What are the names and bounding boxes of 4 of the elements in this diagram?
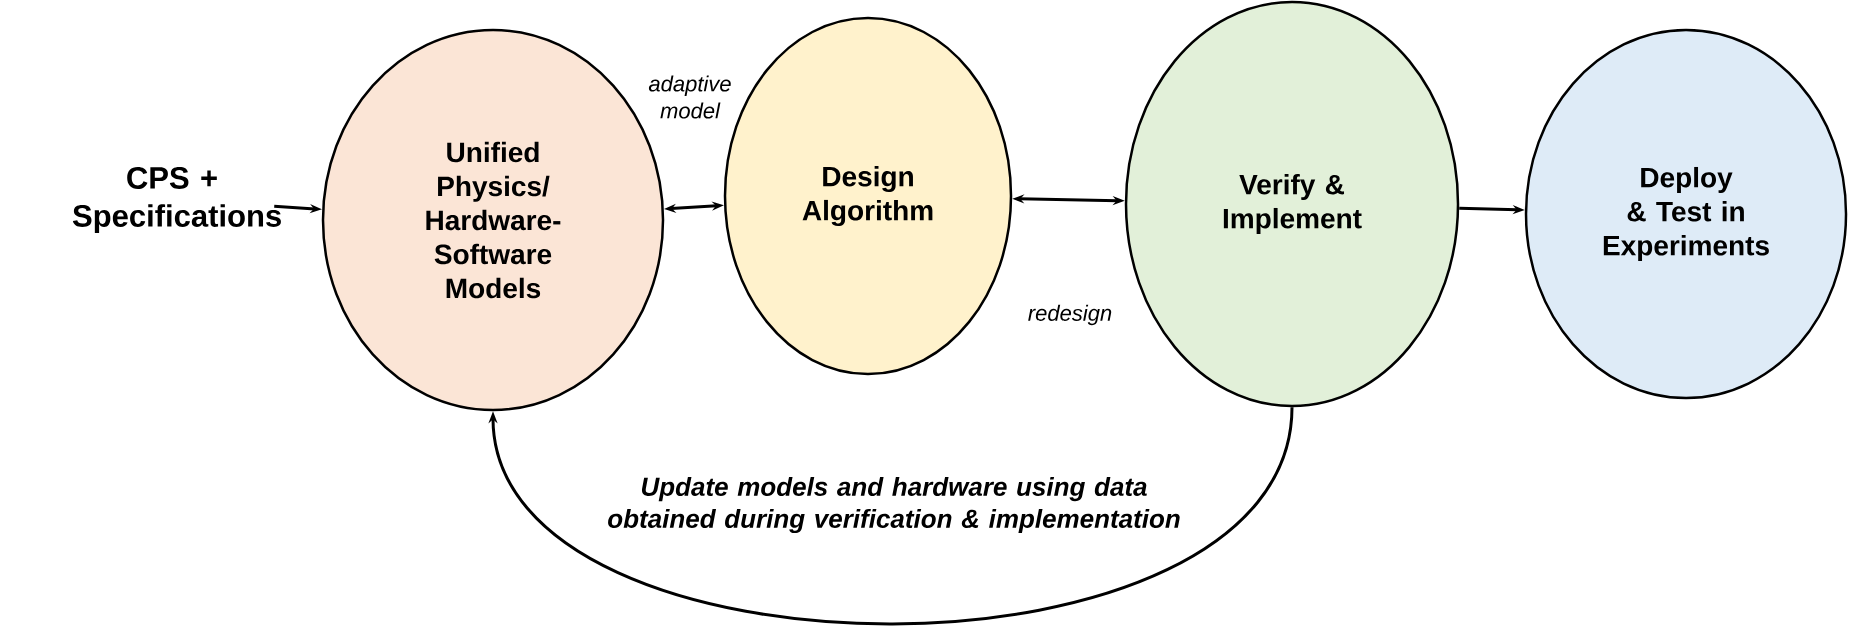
edge-label: redesign xyxy=(1028,304,1112,326)
arrow xyxy=(488,406,1294,626)
edge-label: Update models and hardware using data obtained during verification & implementation xyxy=(608,476,1180,534)
input-label: CPS + Specifications xyxy=(72,166,281,234)
